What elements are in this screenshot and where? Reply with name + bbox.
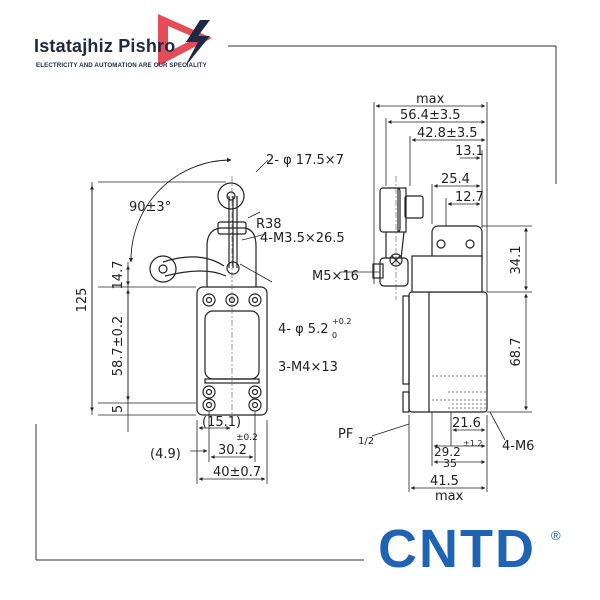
registered-mark: ® xyxy=(551,528,561,543)
dim-56-label: 56.4±3.5 xyxy=(400,108,461,123)
dim-35-label: 35 xyxy=(443,457,457,470)
roller-spec-label: 2- φ 17.5×7 xyxy=(266,153,344,168)
mount-screw-label: 3-M4×13 xyxy=(278,360,338,375)
dim-base-label: 5 xyxy=(111,405,126,413)
dim-hole-pitch-label: 30.2 xyxy=(218,443,247,458)
dim-21-label: 21.6 xyxy=(452,416,481,431)
brand-name: Istatajhiz Pishro xyxy=(34,36,176,56)
hole-spec-label: 4- φ 5.2 xyxy=(278,322,328,337)
dim-body-height-label: 58.7±0.2 xyxy=(111,316,126,377)
side-view-outline xyxy=(372,187,488,413)
conduit-fraction-label: 1/2 xyxy=(358,436,374,447)
side-dimension-arrows xyxy=(375,104,528,490)
page-frame xyxy=(35,45,557,561)
lever-screw-label: M5×16 xyxy=(312,269,359,284)
dim-29-label: 29.2 xyxy=(434,445,461,459)
dim-body-width-label: 40±0.7 xyxy=(213,465,261,480)
front-view-outline xyxy=(149,182,268,416)
brand-tagline: ELECTRICITY AND AUTOMATION ARE OUR SPECI… xyxy=(36,62,207,69)
angle-label: 90±3° xyxy=(129,200,171,215)
dim-41-label: 41.5 xyxy=(430,474,459,489)
dim-total-height-label: 125 xyxy=(75,288,90,313)
radius-label: R38 xyxy=(256,217,282,232)
hole-tol-lower-label: 0 xyxy=(332,331,337,340)
bottom-screws-label: 4-M6 xyxy=(502,439,534,454)
manufacturer-logo-text: CNTD xyxy=(378,519,536,579)
screw-spec-label: 4-M3.5×26.5 xyxy=(260,231,345,246)
brand-logo-icon xyxy=(158,14,212,68)
dim-13-label: 13.1 xyxy=(455,144,484,159)
dim-offset-label: (4.9) xyxy=(150,447,181,462)
dim-hole-pitch-tol-label: ±0.2 xyxy=(236,433,258,443)
side-hidden-lines xyxy=(432,375,486,409)
dim-68-label: 68.7 xyxy=(509,338,524,367)
dim-ref-width-label: (15.1) xyxy=(202,415,241,430)
side-dimension-lines xyxy=(340,102,532,492)
angle-arc xyxy=(128,157,232,263)
dim-actuator-height-label: 14.7 xyxy=(111,261,126,290)
max-bottom-label: max xyxy=(435,489,464,504)
hole-tol-upper-label: +0.2 xyxy=(332,317,351,326)
max-top-label: max xyxy=(416,92,445,107)
front-dimension-arrows xyxy=(90,185,266,481)
dim-25-label: 25.4 xyxy=(441,172,470,187)
dim-42-label: 42.8±3.5 xyxy=(417,126,478,141)
conduit-label: PF xyxy=(338,427,353,442)
dim-29-tol-label: ±1.2 xyxy=(463,439,482,448)
dim-12-label: 12.7 xyxy=(455,190,484,205)
dim-34-label: 34.1 xyxy=(509,246,524,275)
